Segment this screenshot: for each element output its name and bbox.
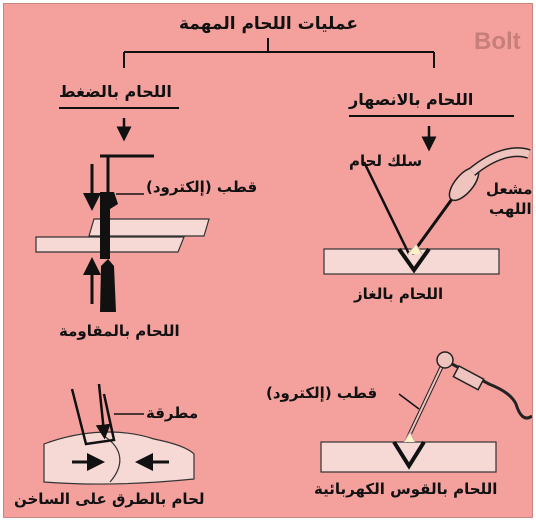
label-forge-welding: لحام بالطرق على الساخن [14,490,205,508]
label-arc-welding: اللحام بالقوس الكهربائية [314,480,498,498]
label-resistance-welding: اللحام بالمقاومة [59,322,180,340]
label-torch-line2: اللهب [489,200,532,218]
label-electrode-arc: قطب (إلكترود) [266,384,378,402]
resistance-welding-illustration [35,154,210,312]
tree-connectors [59,38,514,117]
diagram-canvas: عمليات اللحام المهمة Bolt اللحام بالضغط … [3,3,533,518]
gas-welding-illustration [323,147,531,275]
category-fusion-welding: اللحام بالانصهار [349,90,474,109]
label-gas-welding: اللحام بالغاز [354,285,444,303]
brand-watermark: Bolt [474,28,521,55]
diagram-title: عمليات اللحام المهمة [179,14,358,34]
label-welding-wire: سلك لحام [349,152,423,170]
label-electrode-resistance: قطب (إلكترود) [146,178,258,196]
forge-welding-illustration [43,383,195,485]
label-hammer: مطرقة [146,404,199,422]
label-torch-line1: مشعل [486,180,533,198]
diagram-artwork [35,38,532,485]
arc-welding-illustration [320,351,532,473]
category-pressure-welding: اللحام بالضغط [59,82,172,101]
down-arrow-icon [116,118,437,152]
